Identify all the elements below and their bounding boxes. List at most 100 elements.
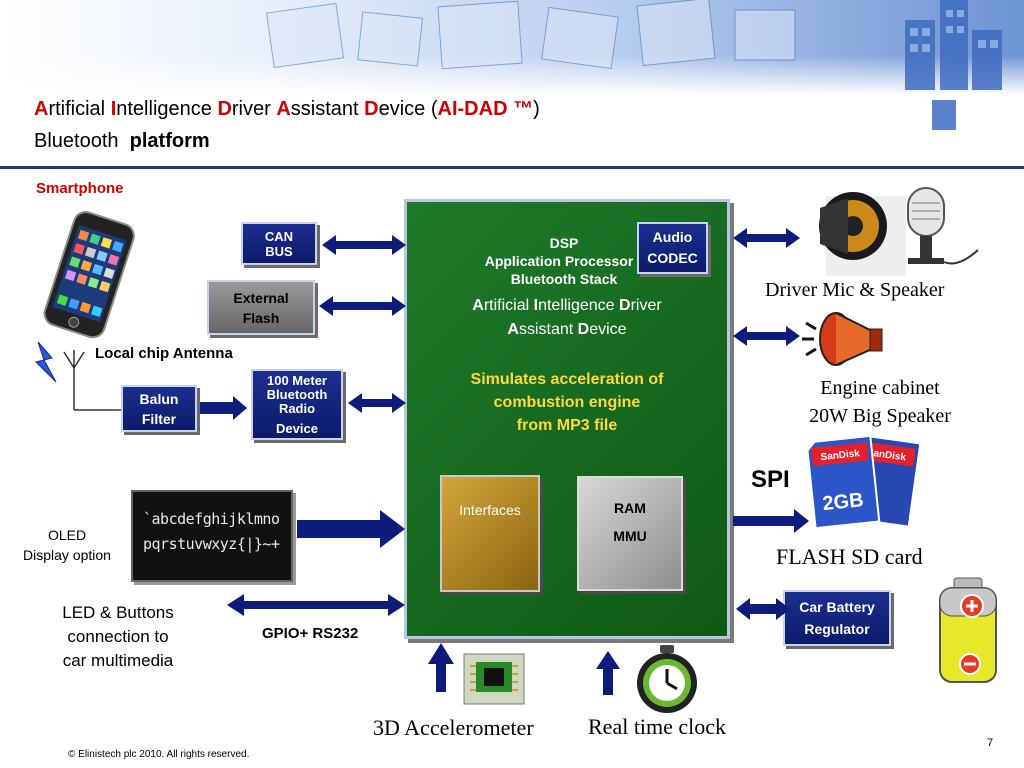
bluetooth-stack-label: Bluetooth Stack xyxy=(510,271,618,287)
balun-line2: Filter xyxy=(141,410,177,427)
title-brand: AI-DAD ™ xyxy=(437,98,534,120)
bluetooth-radio-box: 100 Meter Bluetooth Radio Device xyxy=(251,369,343,440)
engine-cabinet-arrow xyxy=(733,326,800,346)
header-banner xyxy=(0,0,1024,175)
spi-arrow xyxy=(733,509,809,533)
antenna-label: Local chip Antenna xyxy=(95,345,233,362)
accelerometer-arrow xyxy=(428,643,454,692)
oled-label-line2: Display option xyxy=(23,547,111,563)
title-initial: D xyxy=(217,98,232,120)
can-bus-box: CAN BUS xyxy=(241,222,317,265)
page-title: Artificial Intelligence Driver Assistant… xyxy=(34,97,540,121)
real-time-clock-label: Real time clock xyxy=(588,714,727,739)
sd-card-icon: SanDisk SanDisk 2GB xyxy=(806,434,922,530)
sim-line1: Simulates acceleration of xyxy=(470,371,664,388)
audio-speaker-arrow xyxy=(733,228,800,248)
radio-line1: 100 Meter xyxy=(267,372,327,388)
flash-sd-label: FLASH SD card xyxy=(776,544,923,569)
horn-speaker-icon xyxy=(802,312,883,366)
clock-arrow xyxy=(596,651,620,695)
interfaces-label: Interfaces xyxy=(459,502,521,518)
accelerometer-label: 3D Accelerometer xyxy=(373,715,534,740)
balun-filter-box: Balun Filter xyxy=(121,385,197,432)
ram-mmu-block: RAM MMU xyxy=(577,476,683,591)
battery-arrow xyxy=(736,598,790,620)
can-bus-arrow xyxy=(322,235,406,255)
external-flash-line2: Flash xyxy=(242,309,280,326)
page-number: 7 xyxy=(987,737,994,749)
app-processor-label: Application Processor xyxy=(484,253,634,269)
aidad-label: Artificial Intelligence Driver Assistant… xyxy=(404,294,730,342)
subtitle-bluetooth: Bluetooth xyxy=(34,130,119,152)
banner-graphic xyxy=(0,0,1024,130)
title-word: evice ( xyxy=(378,98,438,120)
mmu-label: MMU xyxy=(613,528,647,544)
oled-label: OLED Display option xyxy=(14,525,120,565)
battery-icon xyxy=(939,577,997,683)
battery-line2: Regulator xyxy=(804,621,870,637)
radio-main-arrow xyxy=(348,393,406,413)
radio-line4: Device xyxy=(276,420,318,436)
audio-codec-box: Audio CODEC xyxy=(637,222,708,274)
led-line2: connection to xyxy=(67,627,169,646)
gpio-label: GPIO+ RS232 xyxy=(262,625,359,642)
speaker-mic-icon xyxy=(819,187,979,276)
radio-line3: Radio xyxy=(278,400,316,416)
radio-line2: Bluetooth xyxy=(266,386,328,402)
sd-card-capacity: 2GB xyxy=(821,489,864,515)
smartphone-label: Smartphone xyxy=(36,180,124,197)
engine-line2: 20W Big Speaker xyxy=(809,405,951,427)
sd-card-front-brand: SanDisk xyxy=(820,448,861,463)
stopwatch-icon xyxy=(637,645,697,713)
engine-line1: Engine cabinet xyxy=(820,377,940,399)
led-line3: car multimedia xyxy=(62,651,174,670)
accelerometer-chip-icon xyxy=(463,653,525,705)
title-initial: I xyxy=(110,98,117,120)
external-flash-arrow xyxy=(319,296,406,316)
gpio-arrow xyxy=(227,594,405,616)
smartphone-icon xyxy=(43,211,135,339)
can-bus-line2: BUS xyxy=(265,243,293,259)
processor-labels: DSP Application Processor Bluetooth Stac… xyxy=(404,234,730,288)
spi-label: SPI xyxy=(751,466,790,493)
battery-regulator-box: Car Battery Regulator xyxy=(783,590,891,646)
sim-line3: from MP3 file xyxy=(516,417,618,434)
can-bus-line1: CAN xyxy=(264,228,294,244)
battery-line1: Car Battery xyxy=(799,599,875,615)
title-divider xyxy=(0,166,1024,169)
engine-cabinet-label: Engine cabinet 20W Big Speaker xyxy=(780,374,980,430)
oled-main-arrow xyxy=(297,510,405,548)
sim-line2: combustion engine xyxy=(493,394,641,411)
ram-label: RAM xyxy=(614,500,646,516)
aidad-line1: Artificial Intelligence Driver xyxy=(472,297,662,314)
oled-display: `abcdefghijklmno pqrstuvwxyz{|}~+ xyxy=(131,490,293,582)
page-subtitle: Bluetooth platform xyxy=(34,129,210,153)
title-paren: ) xyxy=(533,98,540,120)
audio-line1: Audio xyxy=(652,229,693,245)
aidad-line2: Assistant Device xyxy=(507,321,627,338)
title-word: river xyxy=(231,98,277,120)
subtitle-platform: platform xyxy=(129,130,210,152)
external-flash-box: External Flash xyxy=(207,280,315,335)
title-word: rtificial xyxy=(48,98,111,120)
simulates-label: Simulates acceleration of combustion eng… xyxy=(404,368,730,437)
oled-text-line1: `abcdefghijklmno xyxy=(143,510,280,528)
balun-line1: Balun xyxy=(139,390,179,407)
copyright-footer: © Elinistech plc 2010. All rights reserv… xyxy=(68,749,250,760)
dsp-label: DSP xyxy=(549,235,579,251)
balun-radio-arrow xyxy=(200,396,247,420)
led-line1: LED & Buttons xyxy=(62,603,174,622)
title-word: ssistant xyxy=(290,98,365,120)
external-flash-line1: External xyxy=(233,289,289,306)
sd-card-back-brand: SanDisk xyxy=(866,447,907,463)
driver-mic-label: Driver Mic & Speaker xyxy=(765,279,945,301)
oled-text-line2: pqrstuvwxyz{|}~+ xyxy=(143,535,280,553)
title-initial: A xyxy=(34,98,49,120)
audio-line2: CODEC xyxy=(647,250,698,266)
interfaces-block: Interfaces xyxy=(440,475,540,592)
oled-label-line1: OLED xyxy=(47,527,87,543)
led-buttons-label: LED & Buttons connection to car multimed… xyxy=(48,601,188,673)
title-word: ntelligence xyxy=(116,98,218,120)
title-initial: A xyxy=(276,98,291,120)
